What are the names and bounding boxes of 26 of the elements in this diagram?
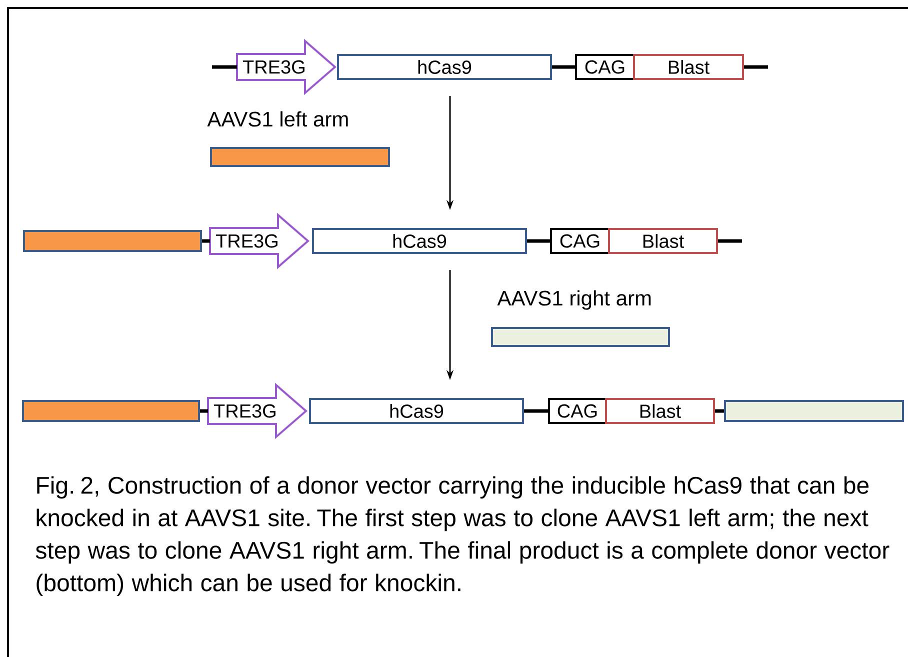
- caption: Fig. 2, Construction of a donor vector carrying the inducible hCas9 that can be knocked in at AAVS1 site. The first step was to clone AAVS1 left arm; the next step was to clone AAVS1 right arm. The final product is a complete donor vector (bottom) which can be used for knockin.: [36, 476, 890, 596]
- promoter-box: CAG: [550, 228, 610, 254]
- homology-arm-bar: AAVS1 right arm: [491, 290, 670, 347]
- marker-gene-box: Blast: [605, 398, 715, 424]
- backbone-line: [527, 239, 550, 243]
- homology-arm-bar: [22, 400, 200, 422]
- gene-box: hCas9: [312, 228, 527, 254]
- promoter-box: CAG: [548, 398, 607, 424]
- homology-arm-bar: [23, 230, 202, 252]
- backbone-line: [200, 409, 208, 413]
- backbone-line: [212, 65, 237, 69]
- gene-box: hCas9: [337, 54, 552, 80]
- backbone-line: [744, 65, 768, 69]
- promoter-box: CAG: [575, 54, 635, 80]
- gene-box: hCas9: [309, 398, 524, 424]
- homology-arm-bar: [724, 400, 904, 422]
- backbone-line: [718, 239, 742, 243]
- marker-gene-box: Blast: [608, 228, 718, 254]
- node-label: AAVS1 right arm: [497, 290, 651, 310]
- backbone-line: [524, 409, 548, 413]
- backbone-line: [552, 65, 575, 69]
- marker-gene-box: Blast: [633, 54, 744, 80]
- backbone-line: [202, 239, 210, 243]
- homology-arm-bar: AAVS1 left arm: [207, 111, 390, 167]
- backbone-line: [715, 409, 724, 413]
- node-label: AAVS1 left arm: [207, 111, 348, 127]
